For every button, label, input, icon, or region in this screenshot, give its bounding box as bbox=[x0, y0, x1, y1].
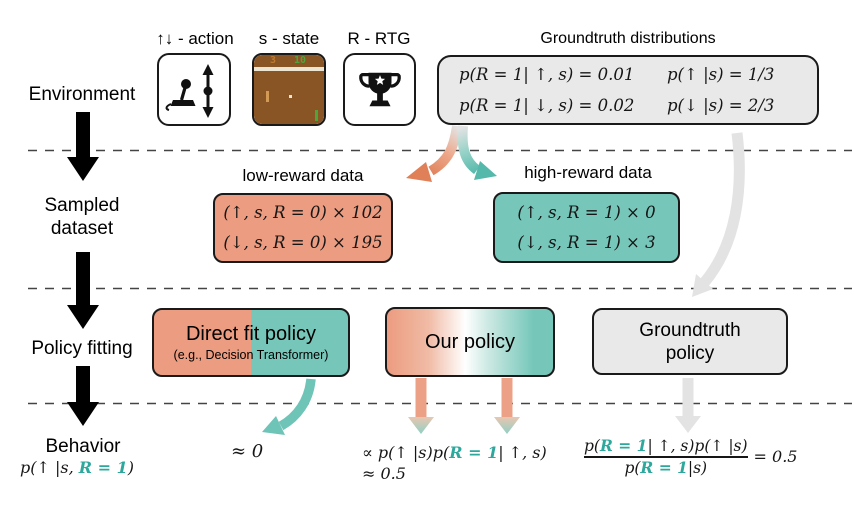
denominator-pre: p( bbox=[624, 458, 641, 477]
row-label-environment: Environment bbox=[28, 84, 136, 105]
low-reward-box: (↑, s, R = 0) × 102 (↓, s, R = 0) × 195 bbox=[213, 193, 393, 263]
state-icon-box: 3 10 bbox=[252, 53, 326, 126]
numerator-post: | ↑, s)p(↑ |s) bbox=[647, 437, 748, 455]
split-arrowhead-low bbox=[406, 162, 432, 182]
high-reward-line-down: (↓, s, R = 1) × 3 bbox=[517, 232, 656, 252]
our-behavior-pre: ∝ p(↑ |s)p( bbox=[362, 443, 450, 462]
our-behavior-post: | ↑, s) bbox=[498, 443, 547, 462]
high-reward-line-up: (↑, s, R = 1) × 0 bbox=[517, 202, 656, 222]
groundtruth-left-column: p(R = 1| ↑, s) = 0.01 p(R = 1| ↓, s) = 0… bbox=[459, 59, 667, 121]
split-arrowhead-high bbox=[474, 161, 497, 180]
direct-fit-behavior-arrow bbox=[262, 378, 316, 435]
arrow-dataset-to-policy bbox=[67, 252, 99, 329]
behavior-target-teal: R = 1 bbox=[78, 458, 128, 477]
behavior-target-post: ) bbox=[127, 458, 134, 477]
row-label-behavior: Behavior bbox=[45, 436, 121, 457]
groundtruth-distributions-box: p(R = 1| ↑, s) = 0.01 p(R = 1| ↓, s) = 0… bbox=[437, 55, 819, 125]
action-legend-label: ↑↓ - action bbox=[156, 29, 234, 48]
our-policy-behavior-line2: ≈ 0.5 bbox=[362, 464, 406, 483]
low-reward-line-up: (↑, s, R = 0) × 102 bbox=[223, 203, 383, 222]
pong-ball bbox=[289, 95, 292, 98]
row-label-policy-fitting: Policy fitting bbox=[31, 338, 133, 359]
our-policy-box: Our policy bbox=[385, 307, 555, 377]
direct-fit-policy-box: Direct fit policy (e.g., Decision Transf… bbox=[152, 308, 350, 377]
our-policy-behavior-arrows bbox=[408, 378, 520, 434]
behavior-target-formula: p(↑ |s, R = 1) bbox=[20, 458, 134, 477]
pong-state-image: 3 10 bbox=[254, 55, 324, 124]
groundtruth-right-column: p(↑ |s) = 1/3 p(↓ |s) = 2/3 bbox=[667, 59, 774, 121]
high-reward-label: high-reward data bbox=[524, 163, 652, 182]
split-branch-low-reward bbox=[428, 125, 462, 176]
low-reward-line-down: (↓, s, R = 0) × 195 bbox=[223, 233, 383, 252]
arrow-policy-to-behavior bbox=[67, 366, 99, 426]
direct-fit-behavior-value: ≈ 0 bbox=[231, 441, 264, 462]
row-label-sampled-dataset: Sampled dataset bbox=[44, 195, 120, 239]
rtg-icon-box bbox=[343, 53, 416, 126]
groundtruth-behavior-formula: p(R = 1| ↑, s)p(↑ |s) p(R = 1|s) = 0.5 bbox=[584, 437, 797, 477]
groundtruth-behavior-value: = 0.5 bbox=[753, 447, 798, 467]
fraction-numerator: p(R = 1| ↑, s)p(↑ |s) bbox=[584, 436, 748, 456]
split-branch-high-reward bbox=[457, 125, 481, 175]
joystick-icon bbox=[165, 63, 214, 118]
groundtruth-flow-arrow bbox=[692, 132, 745, 297]
pong-right-paddle bbox=[315, 110, 318, 121]
denominator-teal: R = 1 bbox=[640, 457, 688, 477]
numerator-teal: R = 1 bbox=[599, 436, 648, 455]
pong-score-left: 3 bbox=[270, 55, 277, 66]
groundtruth-behavior-fraction: p(R = 1| ↑, s)p(↑ |s) p(R = 1|s) bbox=[584, 437, 748, 477]
high-reward-box: (↑, s, R = 1) × 0 (↓, s, R = 1) × 3 bbox=[493, 192, 680, 263]
arrow-env-to-dataset bbox=[67, 112, 99, 181]
denominator-post: |s) bbox=[687, 458, 708, 477]
numerator-pre: p( bbox=[584, 437, 600, 455]
groundtruth-eq-p-down: p(↓ |s) = 2/3 bbox=[667, 96, 775, 115]
sampling-split-arrow bbox=[406, 125, 497, 182]
trophy-icon bbox=[358, 72, 401, 106]
fraction-bar bbox=[584, 456, 748, 458]
our-policy-behavior-line1: ∝ p(↑ |s)p(R = 1| ↑, s) bbox=[362, 443, 547, 462]
direct-fit-policy-subtitle: (e.g., Decision Transformer) bbox=[173, 348, 329, 362]
groundtruth-eq-r-down: p(R = 1| ↓, s) = 0.02 bbox=[459, 96, 635, 115]
pong-top-wall bbox=[254, 67, 324, 71]
groundtruth-distributions-title: Groundtruth distributions bbox=[540, 30, 716, 47]
behavior-target-pre: p(↑ |s, bbox=[20, 458, 79, 477]
low-reward-label: low-reward data bbox=[242, 166, 364, 185]
groundtruth-policy-title: Groundtruth policy bbox=[639, 319, 741, 364]
direct-fit-policy-title: Direct fit policy bbox=[185, 323, 317, 345]
rtg-legend-label: R - RTG bbox=[347, 29, 411, 48]
groundtruth-policy-behavior-arrow bbox=[675, 378, 701, 433]
action-icon-box bbox=[157, 53, 231, 126]
groundtruth-eq-r-up: p(R = 1| ↑, s) = 0.01 bbox=[459, 65, 635, 84]
pong-score-right: 10 bbox=[294, 55, 307, 66]
groundtruth-eq-p-up: p(↑ |s) = 1/3 bbox=[667, 65, 775, 84]
state-legend-label: s - state bbox=[258, 29, 320, 48]
pong-left-paddle bbox=[266, 91, 269, 102]
our-policy-title: Our policy bbox=[424, 330, 516, 353]
fraction-denominator: p(R = 1|s) bbox=[624, 457, 708, 477]
flow-arrows bbox=[67, 112, 99, 426]
dashed-separators bbox=[28, 149, 852, 405]
groundtruth-policy-box: Groundtruth policy bbox=[592, 308, 788, 375]
our-behavior-teal: R = 1 bbox=[449, 443, 499, 462]
